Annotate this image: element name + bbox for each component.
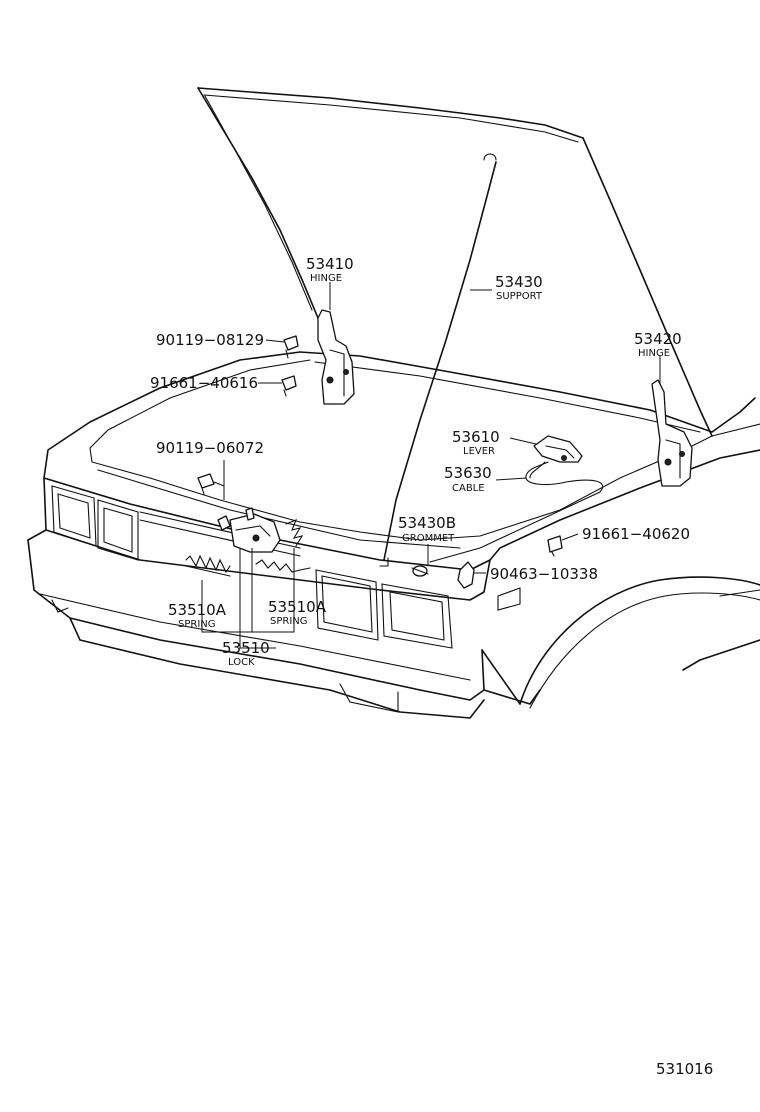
nut-b-part — [547, 535, 563, 557]
spring-right-part — [255, 519, 311, 573]
clip-part — [457, 561, 475, 589]
hood-support-rod — [379, 153, 497, 567]
callout-hinge-lh: 53410 HINGE — [306, 255, 354, 284]
callout-number: 53510A — [168, 601, 227, 619]
callout-number: 53420 — [634, 330, 682, 348]
nut-a-part — [281, 375, 297, 397]
callout-lever: 53610 LEVER — [452, 428, 500, 457]
bolt-a-part — [283, 335, 299, 359]
callout-name: SPRING — [178, 619, 216, 630]
callout-grommet: 53430B GROMMET — [398, 514, 456, 544]
callout-number: 53630 — [444, 464, 492, 482]
callout-name: SUPPORT — [496, 291, 543, 302]
front-bumper — [27, 529, 485, 719]
callout-nut-b: 91661−40620 — [582, 525, 690, 543]
callout-name: CABLE — [452, 483, 485, 494]
callout-bolt-b: 90119−06072 — [156, 439, 264, 457]
callout-name: SPRING — [270, 616, 308, 627]
car-drawing — [27, 87, 760, 719]
grommet-part — [411, 565, 429, 577]
callout-number: 91661−40620 — [582, 525, 690, 543]
callout-hinge-rh: 53420 HINGE — [634, 330, 682, 359]
callout-lock: 53510 LOCK — [222, 639, 270, 668]
callout-clip: 90463−10338 — [490, 565, 598, 583]
hinge-rh-part — [651, 379, 693, 487]
callout-number: 53430B — [398, 514, 456, 532]
callout-name: HINGE — [638, 348, 670, 359]
lever-part — [533, 435, 583, 463]
front-fascia — [43, 477, 491, 649]
callout-number: 53610 — [452, 428, 500, 446]
callout-support: 53430 SUPPORT — [495, 273, 543, 302]
callout-number: 91661−40616 — [150, 374, 258, 392]
callout-number: 90463−10338 — [490, 565, 598, 583]
engine-bay — [43, 351, 713, 549]
figure-code: 531016 — [656, 1060, 713, 1078]
callout-number: 53410 — [306, 255, 354, 273]
bolt-b-part — [197, 473, 215, 495]
callout-bolt-a: 90119−08129 — [156, 331, 264, 349]
callout-name: GROMMET — [402, 533, 455, 544]
callout-name: LOCK — [228, 657, 255, 668]
cowl-line — [299, 351, 756, 433]
callout-name: HINGE — [310, 273, 342, 284]
callout-nut-a: 91661−40616 — [150, 374, 258, 392]
callout-number: 90119−06072 — [156, 439, 264, 457]
spring-left-part — [185, 554, 231, 577]
callout-number: 53510 — [222, 639, 270, 657]
callout-name: LEVER — [463, 446, 495, 457]
callout-number: 90119−08129 — [156, 331, 264, 349]
callout-cable: 53630 CABLE — [444, 464, 492, 494]
cable-part — [429, 461, 603, 563]
callout-spring-left: 53510A SPRING — [168, 601, 227, 630]
lock-part — [217, 507, 281, 553]
hinge-lh-part — [317, 309, 355, 405]
callout-spring-right: 53510A SPRING — [268, 598, 327, 627]
callout-number: 53510A — [268, 598, 327, 616]
callout-number: 53430 — [495, 273, 543, 291]
hood-panel — [197, 87, 713, 437]
leader-lines — [201, 282, 661, 649]
right-fender — [481, 423, 760, 709]
